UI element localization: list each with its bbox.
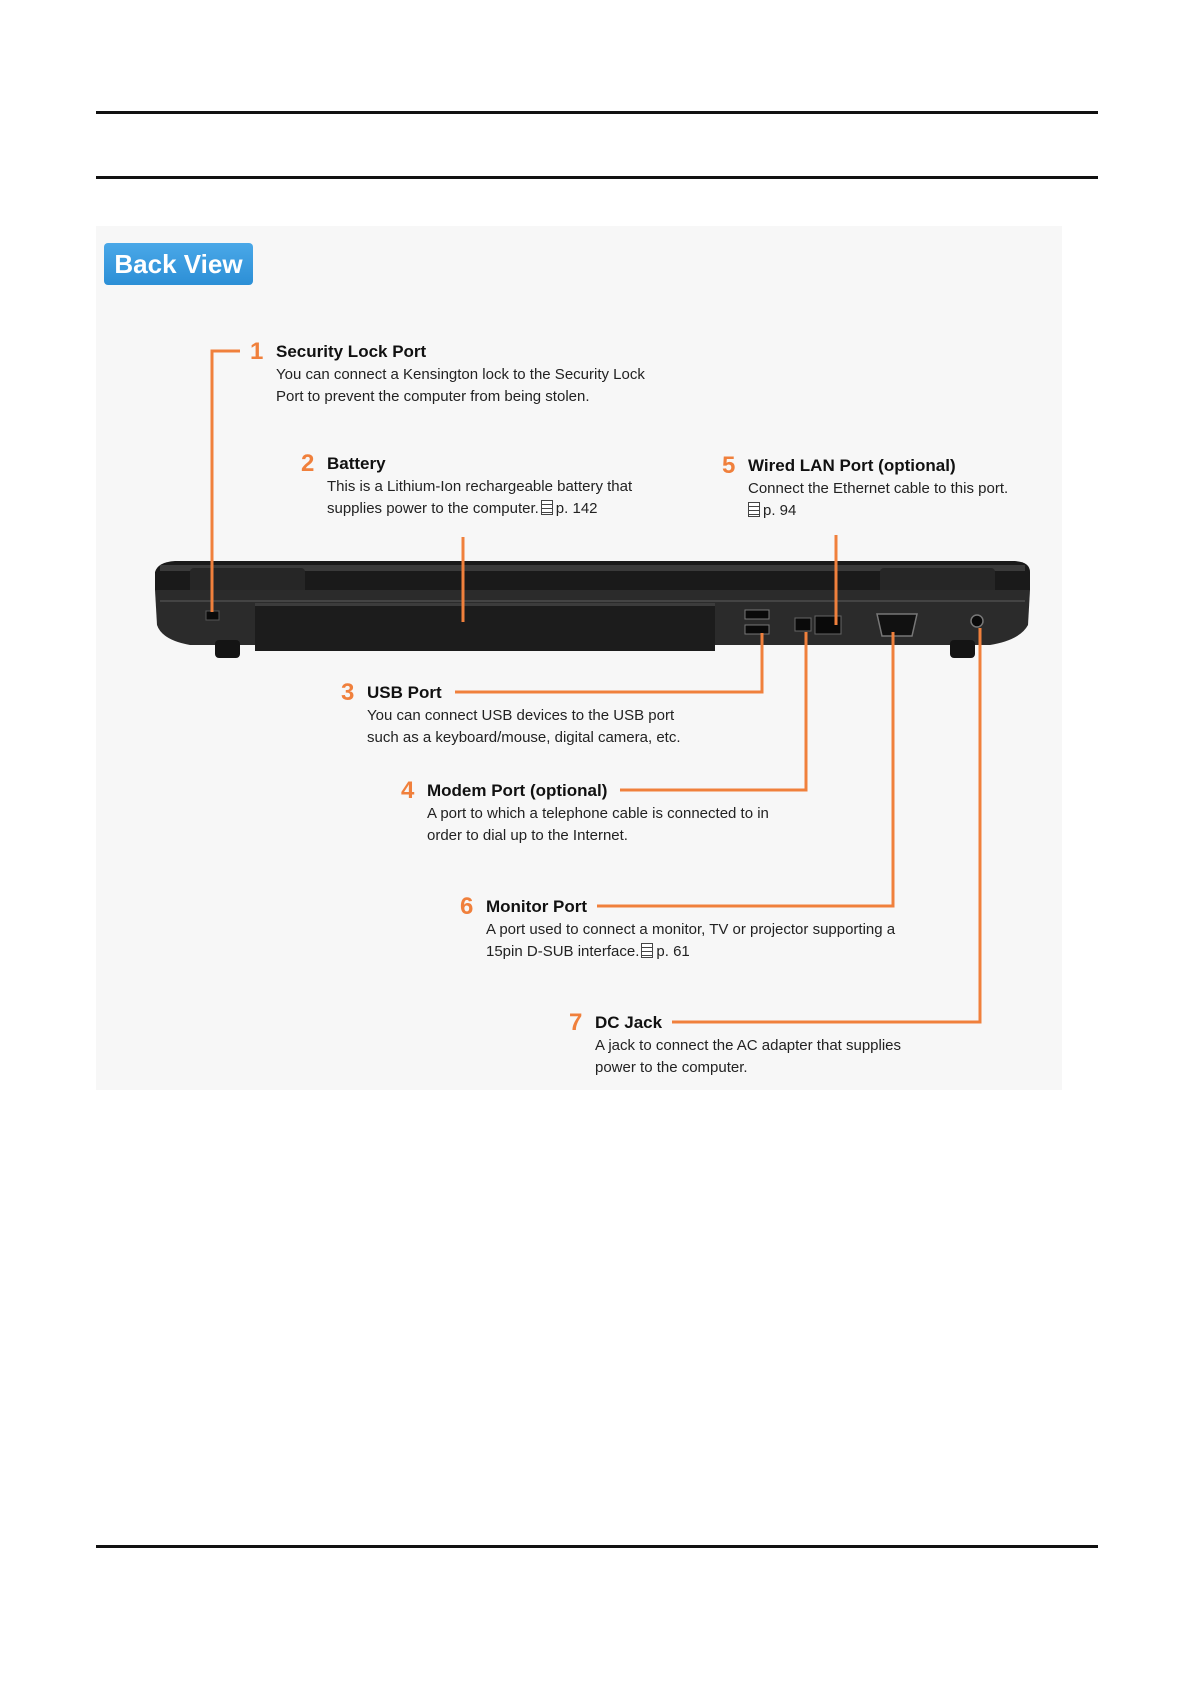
figure-panel <box>96 226 1062 1090</box>
callout-title: Modem Port (optional) <box>427 781 608 800</box>
callout-desc-line: order to dial up to the Internet. <box>427 827 628 844</box>
callout-desc-line: supplies power to the computer. <box>327 500 539 517</box>
footer-rule <box>96 1545 1098 1548</box>
page-ref: p. 142 <box>555 500 598 517</box>
callout-desc-line: You can connect a Kensington lock to the… <box>276 366 645 383</box>
page-ref-icon <box>748 502 760 517</box>
callout-desc-line: Connect the Ethernet cable to this port. <box>748 480 1009 497</box>
page-ref: p. 61 <box>656 943 690 960</box>
callout-desc-line: A port to which a telephone cable is con… <box>427 805 769 822</box>
callout-number: 1 <box>250 338 264 365</box>
callout-number: 2 <box>301 450 315 477</box>
section-badge: Back View <box>104 243 253 285</box>
callout-desc-line: A jack to connect the AC adapter that su… <box>595 1037 902 1054</box>
callout-desc-line: A port used to connect a monitor, TV or … <box>486 921 896 938</box>
callout-desc-line: You can connect USB devices to the USB p… <box>367 707 675 724</box>
header-rule-bottom <box>96 176 1098 179</box>
callout-title: USB Port <box>367 683 442 702</box>
callout-title: Wired LAN Port (optional) <box>748 456 956 475</box>
callout-desc-line: 15pin D-SUB interface. <box>486 943 640 960</box>
callout-title: DC Jack <box>595 1013 663 1032</box>
page-ref-icon <box>641 943 654 958</box>
callout-number: 7 <box>569 1009 583 1036</box>
callout-title: Battery <box>327 454 386 473</box>
callout-desc-line: such as a keyboard/mouse, digital camera… <box>367 729 681 746</box>
callout-number: 6 <box>460 893 474 920</box>
callout-title: Monitor Port <box>486 897 588 916</box>
page-ref-icon <box>540 500 553 515</box>
callout-number: 5 <box>722 452 736 479</box>
callout-desc-line: power to the computer. <box>595 1059 748 1076</box>
callout-number: 3 <box>341 679 355 706</box>
header-rule-top <box>96 111 1098 114</box>
callout-number: 4 <box>401 777 415 804</box>
callout-desc-line: This is a Lithium-Ion rechargeable batte… <box>327 478 633 495</box>
callout-desc-line: Port to prevent the computer from being … <box>276 388 590 405</box>
page-ref: p. 94 <box>763 502 797 519</box>
callout-title: Security Lock Port <box>276 342 427 361</box>
